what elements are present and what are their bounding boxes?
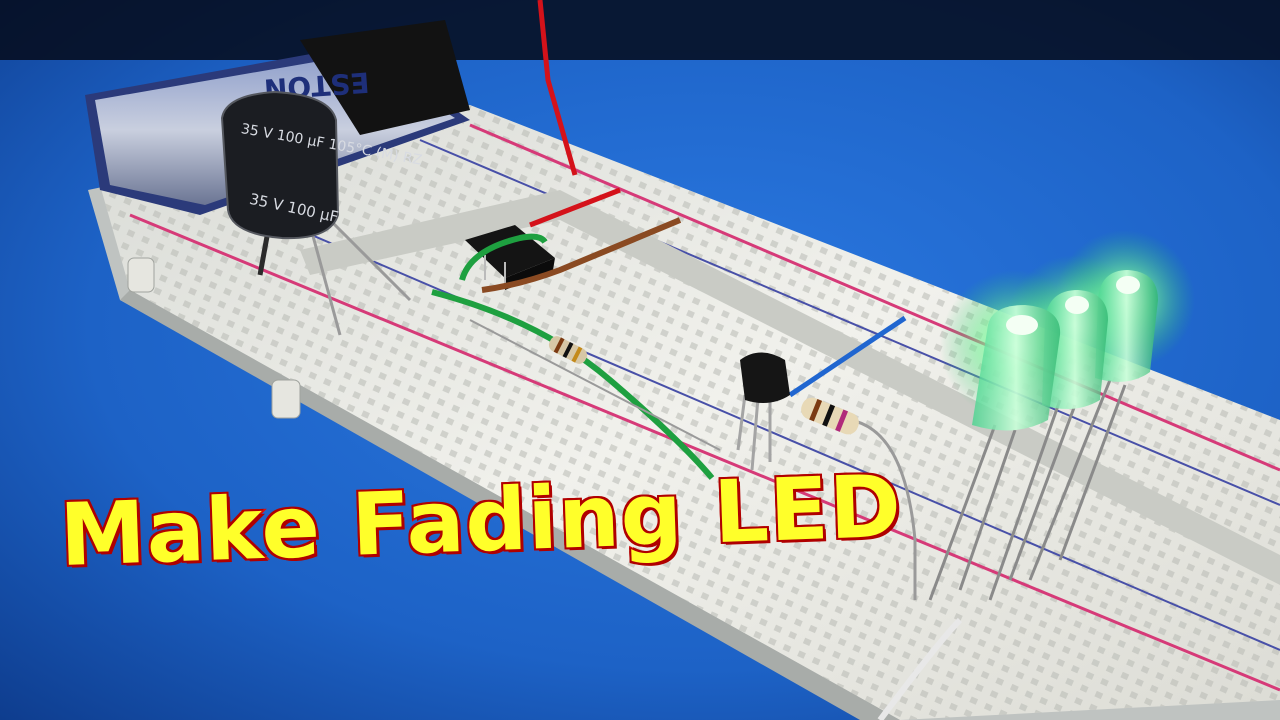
red-supply-wire [537,0,578,176]
led-2 [1042,290,1108,409]
blue-jumper [788,315,907,398]
transistor [736,352,790,471]
breadboard [88,105,1280,720]
led-1 [972,305,1061,431]
green-jumper-long [431,289,715,480]
brown-jumper [481,217,682,293]
resistor-1 [469,319,721,451]
resistor-2 [801,397,859,435]
green-jumper-short [459,233,548,281]
led-group [928,230,1195,601]
led-3 [1095,270,1158,382]
white-wire [877,617,963,720]
dark-top-edge [0,0,1280,60]
